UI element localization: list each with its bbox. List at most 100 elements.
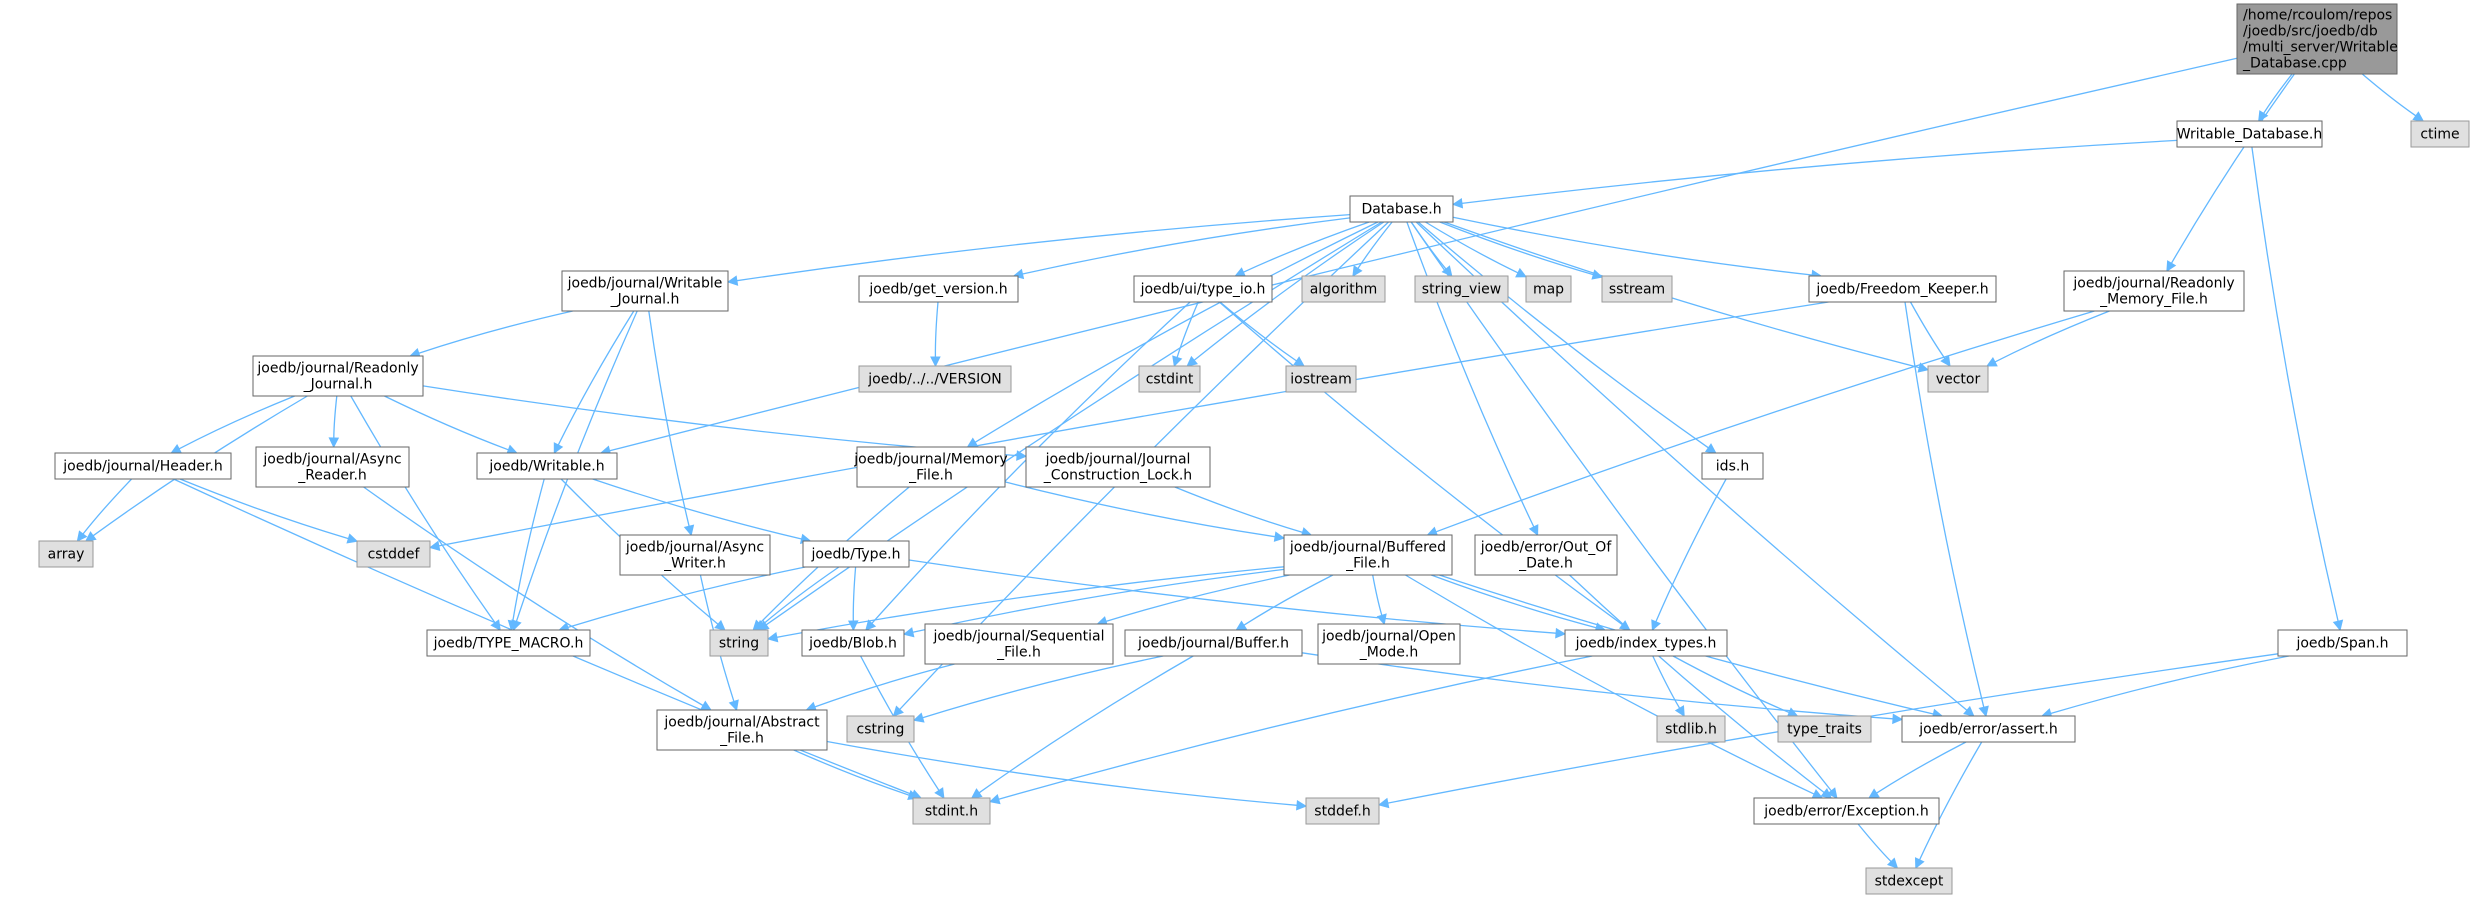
node-assert-h[interactable]: joedb/error/assert.h: [1901, 715, 2076, 743]
node-label: stddef.h: [1314, 804, 1370, 820]
node-async-writer-h[interactable]: joedb/journal/Async_Writer.h: [619, 534, 771, 576]
edge-writable_journal_h-to-writable_h: [557, 310, 635, 446]
edge-freedom_keeper_h-to-vector: [1909, 301, 1946, 359]
node-label: string: [719, 636, 759, 652]
edge-exception_h-to-stdexcept: [1857, 823, 1892, 863]
arrowhead-readonly_journal_h-to-array: [85, 531, 97, 542]
node-label: joedb/journal/Open: [1321, 629, 1456, 645]
node-open-mode-h[interactable]: joedb/journal/Open_Mode.h: [1317, 623, 1461, 665]
node-abstract-file-h[interactable]: joedb/journal/Abstract_File.h: [656, 709, 828, 751]
node-construction-lock-h[interactable]: joedb/journal/Journal_Construction_Lock.…: [1025, 446, 1211, 488]
node-label: Writable_Database.h: [2177, 127, 2322, 143]
node-box: [1525, 275, 1572, 303]
node-box: [1285, 365, 1357, 393]
node-box: [858, 275, 1019, 303]
arrowhead-buffered_file_h-to-buffer_h: [1235, 620, 1248, 631]
edge-freedom_keeper_h-to-assert_h: [1904, 301, 1985, 708]
node-writable-journal-h[interactable]: joedb/journal/Writable_Journal.h: [561, 270, 729, 312]
node-database-h[interactable]: Database.h: [1349, 195, 1454, 223]
node-label: _File.h: [1345, 556, 1390, 572]
node-label: joedb/Freedom_Keeper.h: [1815, 282, 1988, 298]
node-span-h[interactable]: joedb/Span.h: [2277, 629, 2408, 657]
edge-database_h-to-get_version_h: [1022, 217, 1351, 275]
node-box: [1025, 446, 1211, 488]
node-box: [1601, 275, 1673, 303]
node-label: /multi_server/Writable: [2243, 40, 2398, 56]
node-get-version-h[interactable]: joedb/get_version.h: [858, 275, 1019, 303]
edge-index_types_h-to-stdint_h: [998, 655, 1593, 800]
node-box: [1138, 365, 1201, 393]
node-cstring: cstring: [846, 715, 915, 743]
node-label: _Database.cpp: [2242, 56, 2347, 72]
node-box: [801, 629, 905, 657]
node-sequential-file-h[interactable]: joedb/journal/Sequential_File.h: [924, 623, 1114, 665]
node-header-h[interactable]: joedb/journal/Header.h: [54, 452, 232, 480]
arrowhead-root-to-ctime: [2412, 111, 2425, 122]
arrowhead-async_reader_h-to-abstract_file_h: [699, 700, 712, 711]
arrowhead-freedom_keeper_h-to-assert_h: [1978, 705, 1989, 718]
node-blob-h[interactable]: joedb/Blob.h: [801, 629, 905, 657]
node-type-macro-h[interactable]: joedb/TYPE_MACRO.h: [426, 629, 591, 657]
arrowhead-type_h-to-blob_h: [847, 620, 859, 632]
arrowhead-type_io_h-to-iostream: [1293, 356, 1305, 367]
node-label: stdint.h: [925, 804, 978, 820]
node-label: _Date.h: [1518, 556, 1573, 572]
node-buffered-file-h[interactable]: joedb/journal/Buffered_File.h: [1283, 534, 1453, 576]
arrowhead-readonly_journal_h-to-async_reader_h: [328, 437, 340, 449]
arrowhead-type_h-to-index_types_h: [1555, 627, 1567, 639]
node-writable-database-h[interactable]: Writable_Database.h: [2176, 120, 2323, 148]
edge-readonly_journal_h-to-async_reader_h: [333, 395, 338, 439]
node-map: map: [1525, 275, 1572, 303]
edge-freedom_keeper_h-to-cstddef: [438, 301, 1829, 547]
arrowhead-buffered_file_h-to-string: [766, 632, 779, 643]
node-async-reader-h[interactable]: joedb/journal/Async_Reader.h: [255, 446, 410, 488]
node-box: [54, 452, 232, 480]
arrowhead-database_h-to-assert_h: [1963, 705, 1975, 717]
node-ids-h[interactable]: ids.h: [1701, 452, 1764, 480]
arrowhead-readonly_journal_h-to-header_h: [170, 443, 183, 454]
arrowhead-type_io_h-to-cstdint: [1172, 355, 1183, 368]
node-ctime: ctime: [2410, 120, 2470, 148]
edge-type_h-to-string: [762, 566, 840, 625]
node-writable-h[interactable]: joedb/Writable.h: [476, 452, 618, 480]
arrowhead-buffered_file_h-to-exception_h: [1811, 789, 1824, 799]
node-label: joedb/journal/Buffer.h: [1137, 636, 1289, 652]
node-array: array: [38, 540, 94, 568]
edge-construction_lock_h-to-buffered_file_h: [1174, 486, 1303, 534]
edge-readonly_journal_h-to-construction_lock_h: [422, 385, 1018, 457]
node-box: [1305, 797, 1380, 825]
edge-buffer_h-to-assert_h: [1301, 652, 1894, 720]
arrowhead-database_h-to-ids_h: [1704, 443, 1717, 454]
edge-database_h-to-exception_h: [1410, 221, 1832, 792]
node-freedom-keeper-h[interactable]: joedb/Freedom_Keeper.h: [1808, 275, 1997, 303]
node-label: joedb/error/assert.h: [1918, 722, 2058, 738]
node-box: [656, 709, 828, 751]
node-label: ctime: [2420, 127, 2459, 143]
node-readonly-journal-h[interactable]: joedb/journal/Readonly_Journal.h: [252, 355, 424, 397]
node-label: string_view: [1422, 282, 1501, 298]
node-root[interactable]: /home/rcoulom/repos/joedb/src/joedb/db/m…: [2236, 3, 2398, 75]
node-index-types-h[interactable]: joedb/index_types.h: [1564, 629, 1728, 657]
node-label: joedb/journal/Async: [262, 452, 401, 468]
node-label: map: [1533, 282, 1564, 298]
node-out-of-date-h[interactable]: joedb/error/Out_Of_Date.h: [1474, 534, 1618, 576]
arrowhead-type_io_h-to-blob_h: [865, 619, 877, 631]
arrowhead-root-to-readonly_memory_file_h: [2166, 260, 2177, 272]
arrowhead-blob_h-to-stdint_h: [934, 787, 945, 799]
edge-buffered_file_h-to-buffer_h: [1243, 574, 1334, 626]
arrowhead-buffer_h-to-stdint_h: [970, 788, 983, 799]
node-memory-file-h[interactable]: joedb/journal/Memory_File.h: [853, 446, 1008, 488]
node-type-io-h[interactable]: joedb/ui/type_io.h: [1133, 275, 1273, 303]
edge-writable_database_h-to-database_h: [1461, 139, 2178, 205]
node-readonly-memory-file-h[interactable]: joedb/journal/Readonly_Memory_File.h: [2063, 270, 2245, 312]
node-label: _Journal.h: [610, 292, 680, 308]
edge-readonly_memory_file_h-to-vector: [1994, 310, 2110, 363]
node-version: joedb/../../VERSION: [858, 365, 1012, 393]
node-label: _File.h: [996, 645, 1041, 661]
node-box: [1701, 452, 1764, 480]
node-buffer-h[interactable]: joedb/journal/Buffer.h: [1124, 629, 1303, 657]
arrowhead-abstract_file_h-to-stddef_h: [1296, 799, 1308, 811]
node-exception-h[interactable]: joedb/error/Exception.h: [1753, 797, 1940, 825]
edge-assert_h-to-exception_h: [1876, 741, 1967, 794]
node-type-h[interactable]: joedb/Type.h: [802, 540, 910, 568]
